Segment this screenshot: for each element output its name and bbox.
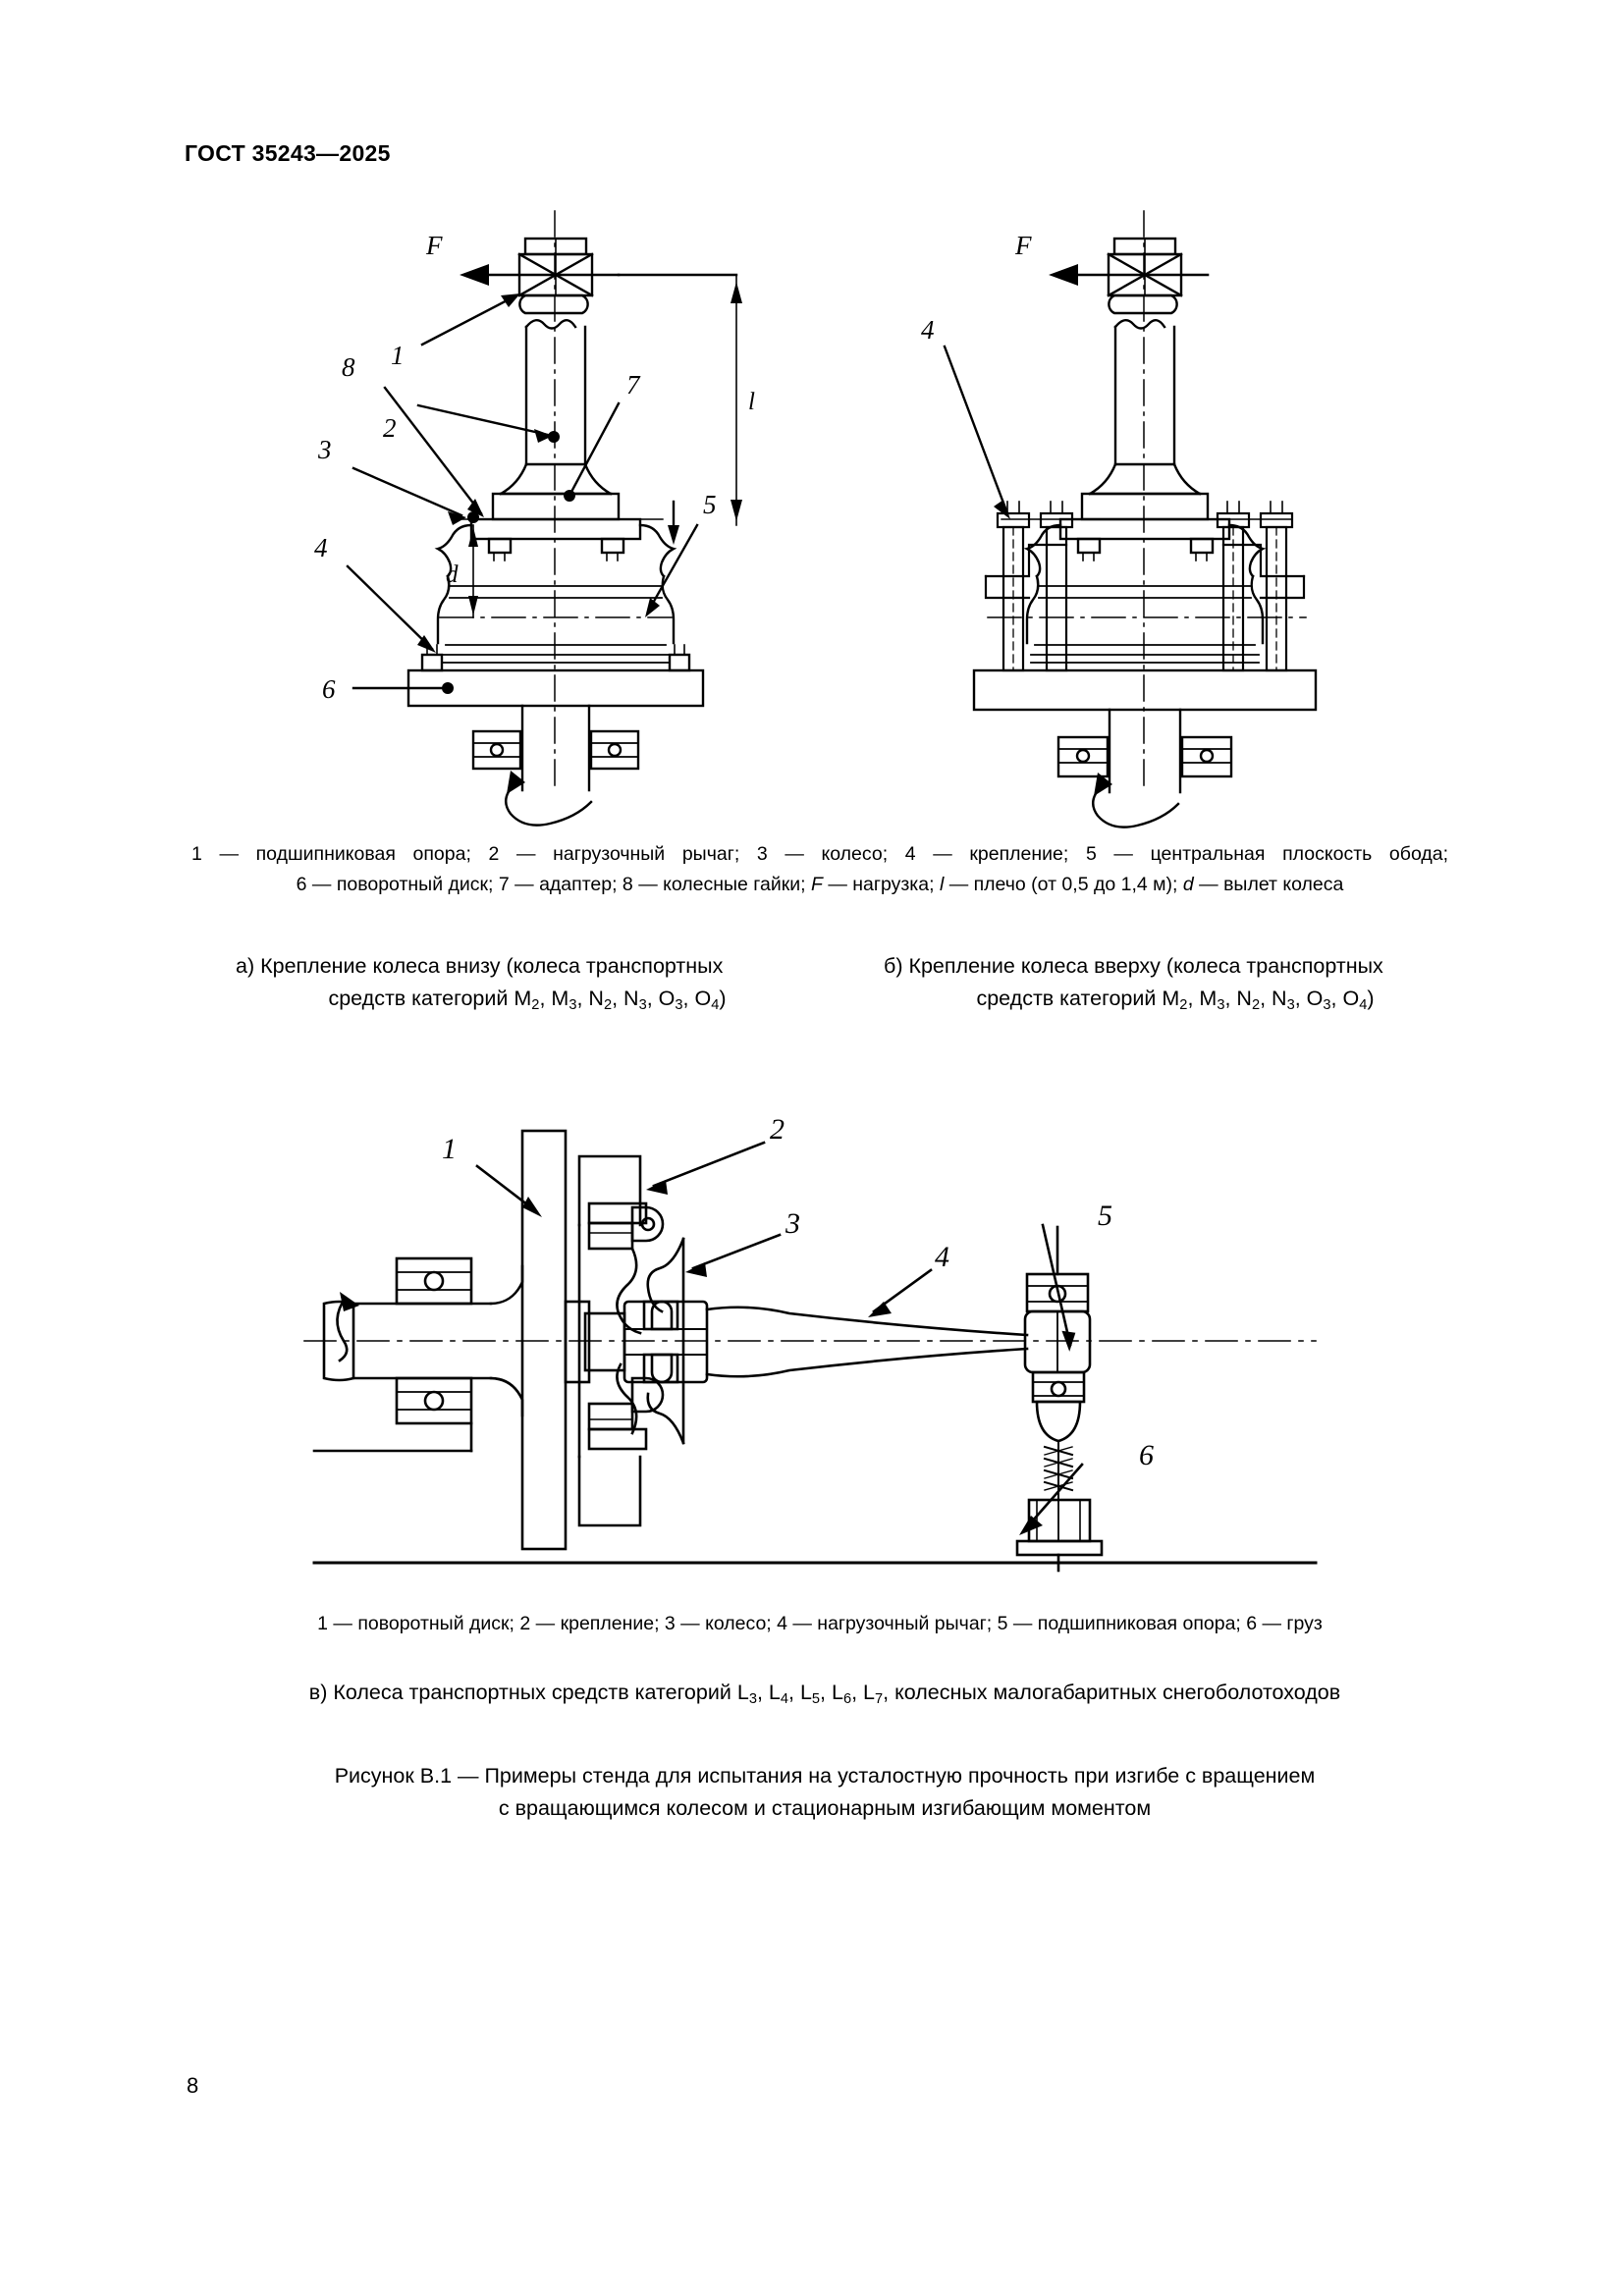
callout-a-6: 6 — [322, 674, 336, 704]
subcaption-b-line2: средств категорий М2, М3, N2, N3, O3, O4… — [976, 987, 1375, 1014]
figure-title-line2: с вращающимся колесом и стационарным изг… — [498, 1796, 1152, 1820]
diagram-v-horizontal-rig: 1 2 3 4 5 6 — [295, 1109, 1375, 1573]
subcaption-b-line1: б) Крепление колеса вверху (колеса транс… — [884, 954, 1383, 978]
page-number: 8 — [187, 2073, 199, 2098]
subcaption-v: в) Колеса транспортных средств категорий… — [308, 1681, 1341, 1708]
legend-line-1: 1 — подшипниковая опора; 2 — нагрузочный… — [191, 843, 1448, 865]
callout-a-2: 2 — [383, 413, 397, 443]
callout-a-1: 1 — [391, 341, 405, 370]
callout-b-4: 4 — [921, 315, 935, 345]
subcaption-row: а) Крепление колеса внизу (колеса трансп… — [0, 950, 1624, 1039]
figure-title: Рисунок В.1 — Примеры стенда для испытан… — [191, 1760, 1458, 1825]
callout-a-7: 7 — [626, 370, 641, 400]
callout-a-force: F — [425, 231, 443, 260]
callout-v-6: 6 — [1139, 1439, 1154, 1471]
callout-a-dim-d: d — [446, 561, 459, 588]
callout-a-dim-l: l — [748, 389, 755, 415]
figure-bottom-legend: 1 — поворотный диск; 2 — крепление; 3 — … — [317, 1613, 1323, 1634]
callout-v-3: 3 — [785, 1207, 800, 1240]
callout-v-2: 2 — [770, 1113, 785, 1146]
diagram-a-wheel-bottom: F 1 . 2 8 3 4 6 7 5 l d — [314, 201, 815, 827]
callout-a-8: 8 — [342, 352, 355, 382]
callout-a-3: 3 — [317, 435, 332, 464]
callout-a-5: 5 — [703, 490, 717, 519]
callout-b-force: F — [1014, 231, 1032, 260]
subcaption-b: б) Крепление колеса вверху (колеса транс… — [884, 950, 1434, 1022]
subcaption-a-line1: а) Крепление колеса внизу (колеса трансп… — [236, 954, 724, 978]
standard-header: ГОСТ 35243—2025 — [185, 140, 391, 166]
callout-a-4: 4 — [314, 533, 328, 562]
callout-v-5: 5 — [1098, 1200, 1112, 1232]
subcaption-a: а) Крепление колеса внизу (колеса трансп… — [236, 950, 785, 1022]
legend-line-2: 6 — поворотный диск; 7 — адаптер; 8 — ко… — [296, 874, 1344, 895]
callout-v-1: 1 — [442, 1133, 457, 1165]
figure-top-legend: 1 — подшипниковая опора; 2 — нагрузочный… — [191, 839, 1448, 900]
figure-b1-top-row: F 1 . 2 8 3 4 6 7 5 l d — [0, 201, 1624, 828]
subcaption-a-line2: средств категорий М2, М3, N2, N3, O3, O4… — [328, 987, 727, 1014]
callout-v-4: 4 — [935, 1241, 949, 1273]
diagram-b-wheel-top: F 4 — [913, 201, 1404, 828]
figure-title-line1: Рисунок В.1 — Примеры стенда для испытан… — [334, 1764, 1316, 1788]
